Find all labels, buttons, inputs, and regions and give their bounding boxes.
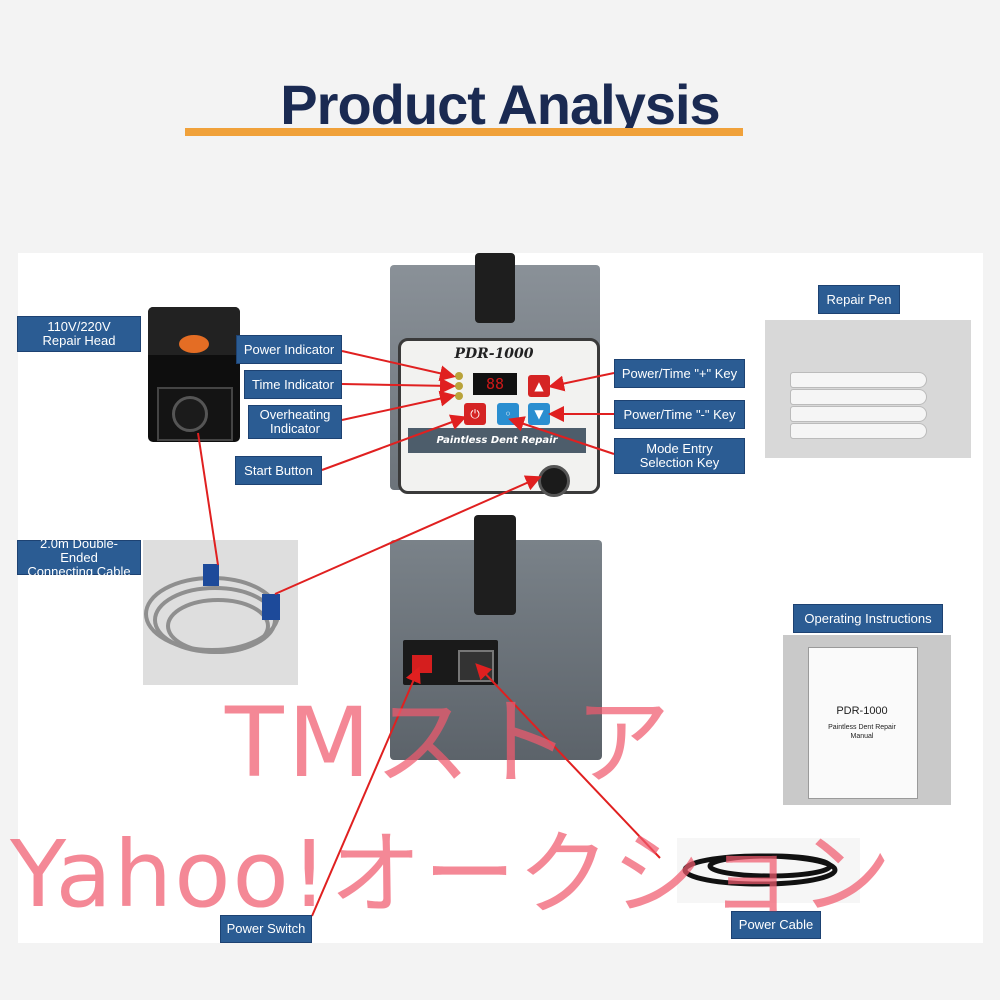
label-operating-instructions: Operating Instructions — [793, 604, 943, 633]
plus-key-icon: ▲ — [528, 375, 550, 397]
label-mode-key: Mode Entry Selection Key — [614, 438, 745, 474]
repair-head-face — [157, 387, 233, 441]
label-connecting-cable: 2.0m Double-Ended Connecting Cable — [17, 536, 141, 578]
machine-model-label: PDR-1000 — [454, 346, 534, 362]
manual-subtitle: Paintless Dent Repair — [828, 724, 896, 731]
label-minus-key: Power/Time "-" Key — [614, 400, 745, 429]
cable-plug-icon — [262, 594, 280, 620]
repair-head-logo — [179, 335, 209, 353]
minus-key-icon: ▼ — [528, 403, 550, 425]
label-repair-pen: Repair Pen — [818, 285, 900, 314]
label-power-cable: Power Cable — [731, 911, 821, 939]
power-button-icon: ⏻ — [464, 403, 486, 425]
machine-rear-handle — [474, 515, 516, 615]
overheat-led — [455, 392, 463, 400]
repair-pen-icon — [790, 406, 927, 422]
title-underline — [185, 128, 743, 136]
repair-pen-icon — [790, 389, 927, 405]
manual-booklet — [808, 647, 918, 799]
time-led — [455, 382, 463, 390]
cable-plug-icon — [203, 564, 219, 586]
label-power-switch: Power Switch — [220, 915, 312, 943]
power-cable-icon — [682, 853, 838, 887]
label-start-button: Start Button — [235, 456, 322, 485]
label-power-indicator: Power Indicator — [236, 335, 342, 364]
power-led — [455, 372, 463, 380]
machine-handle — [475, 253, 515, 323]
watermark-line-2: Yahoo!オークション — [10, 821, 894, 928]
digital-display: 88 — [473, 373, 517, 395]
repair-pen-icon — [790, 372, 927, 388]
label-repair-head: 110V/220V Repair Head — [17, 316, 141, 352]
cable-coil-icon — [144, 576, 280, 654]
page-title: Product Analysis — [280, 73, 720, 136]
manual-model: PDR-1000 — [836, 705, 888, 717]
manual-subtitle-2: Manual — [850, 733, 874, 740]
front-brand-strip: Paintless Dent Repair — [408, 428, 586, 453]
repair-head-socket — [172, 396, 208, 432]
watermark-line-1: TMストア — [225, 687, 675, 799]
power-cable-photo — [677, 838, 860, 903]
label-time-indicator: Time Indicator — [244, 370, 342, 399]
label-overheating-indicator: Overheating Indicator — [248, 405, 342, 439]
label-plus-key: Power/Time "+" Key — [614, 359, 745, 388]
repair-pen-icon — [790, 423, 927, 439]
